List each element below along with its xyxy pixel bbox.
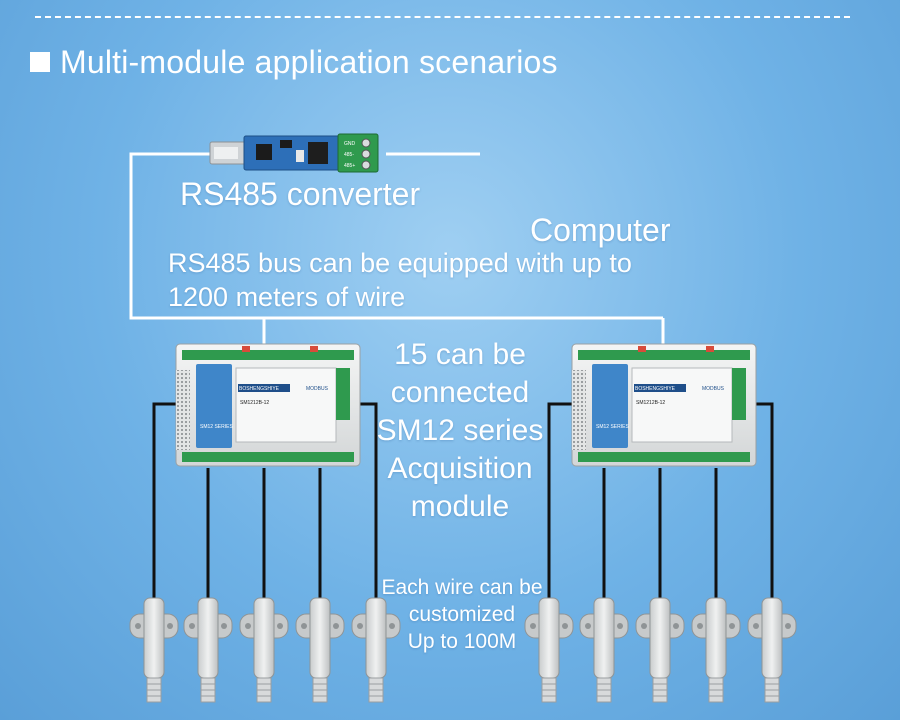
temperature-humidity-sensor-icon <box>183 597 233 703</box>
module-protocol-label: MODBUS <box>702 386 725 392</box>
module-protocol-label: MODBUS <box>306 386 329 392</box>
temperature-humidity-sensor-icon <box>635 597 685 703</box>
converter-label: RS485 converter <box>180 176 421 212</box>
temperature-humidity-sensor-icon <box>295 597 345 703</box>
module-brand-label: BOSHENGSHIYE <box>635 386 676 392</box>
module-count-line: SM12 series <box>376 414 544 447</box>
module-model-label: SM1212B-12 <box>636 400 665 406</box>
acquisition-module-icon: BOSHENGSHIYE MODBUS SM1212B-12 SM12 SERI… <box>571 343 757 467</box>
module-series-label: SM12 SERIES <box>596 424 629 430</box>
temperature-humidity-sensor-icon <box>351 597 401 703</box>
bus-length-line: 1200 meters of wire <box>168 282 406 312</box>
wire-length-note: Each wire can be customized Up to 100M <box>370 574 554 655</box>
temperature-humidity-sensor-icon <box>524 597 574 703</box>
heading-square-bullet <box>30 52 50 72</box>
temperature-humidity-sensor-icon <box>747 597 797 703</box>
temperature-humidity-sensor-icon <box>691 597 741 703</box>
module-count-line: Acquisition <box>387 452 533 485</box>
module-series-label: SM12 SERIES <box>200 424 233 430</box>
top-dashed-rule <box>35 16 850 18</box>
rs485-bus-wire <box>129 152 665 345</box>
usb-rs485-converter-icon: GND 485- 485+ <box>209 133 379 173</box>
module-count-line: module <box>410 490 510 523</box>
converter-terminal-label: 485- <box>344 152 354 158</box>
converter-terminal-label: 485+ <box>344 163 355 169</box>
temperature-humidity-sensor-icon <box>129 597 179 703</box>
module-brand-label: BOSHENGSHIYE <box>239 386 280 392</box>
sensor-group <box>129 597 797 703</box>
computer-label: Computer <box>530 212 671 248</box>
wire-length-line: customized <box>408 603 516 626</box>
wire-length-line: Each wire can be <box>381 576 543 599</box>
temperature-humidity-sensor-icon <box>579 597 629 703</box>
temperature-humidity-sensor-icon <box>239 597 289 703</box>
module-model-label: SM1212B-12 <box>240 400 269 406</box>
section-heading: Multi-module application scenarios <box>30 40 558 84</box>
converter-terminal-label: GND <box>344 141 356 147</box>
acquisition-module-icon: BOSHENGSHIYE MODBUS SM1212B-12 SM12 SERI… <box>175 343 361 467</box>
wire-length-line: Up to 100M <box>407 630 517 653</box>
heading-text: Multi-module application scenarios <box>60 43 558 80</box>
bus-length-note: RS485 bus can be equipped with up to 120… <box>168 246 632 314</box>
bus-length-line: RS485 bus can be equipped with up to <box>168 248 632 278</box>
module-count-line: connected <box>390 376 530 409</box>
module-count-line: 15 can be <box>394 338 526 371</box>
module-count-note: 15 can be connected SM12 series Acquisit… <box>376 336 544 526</box>
